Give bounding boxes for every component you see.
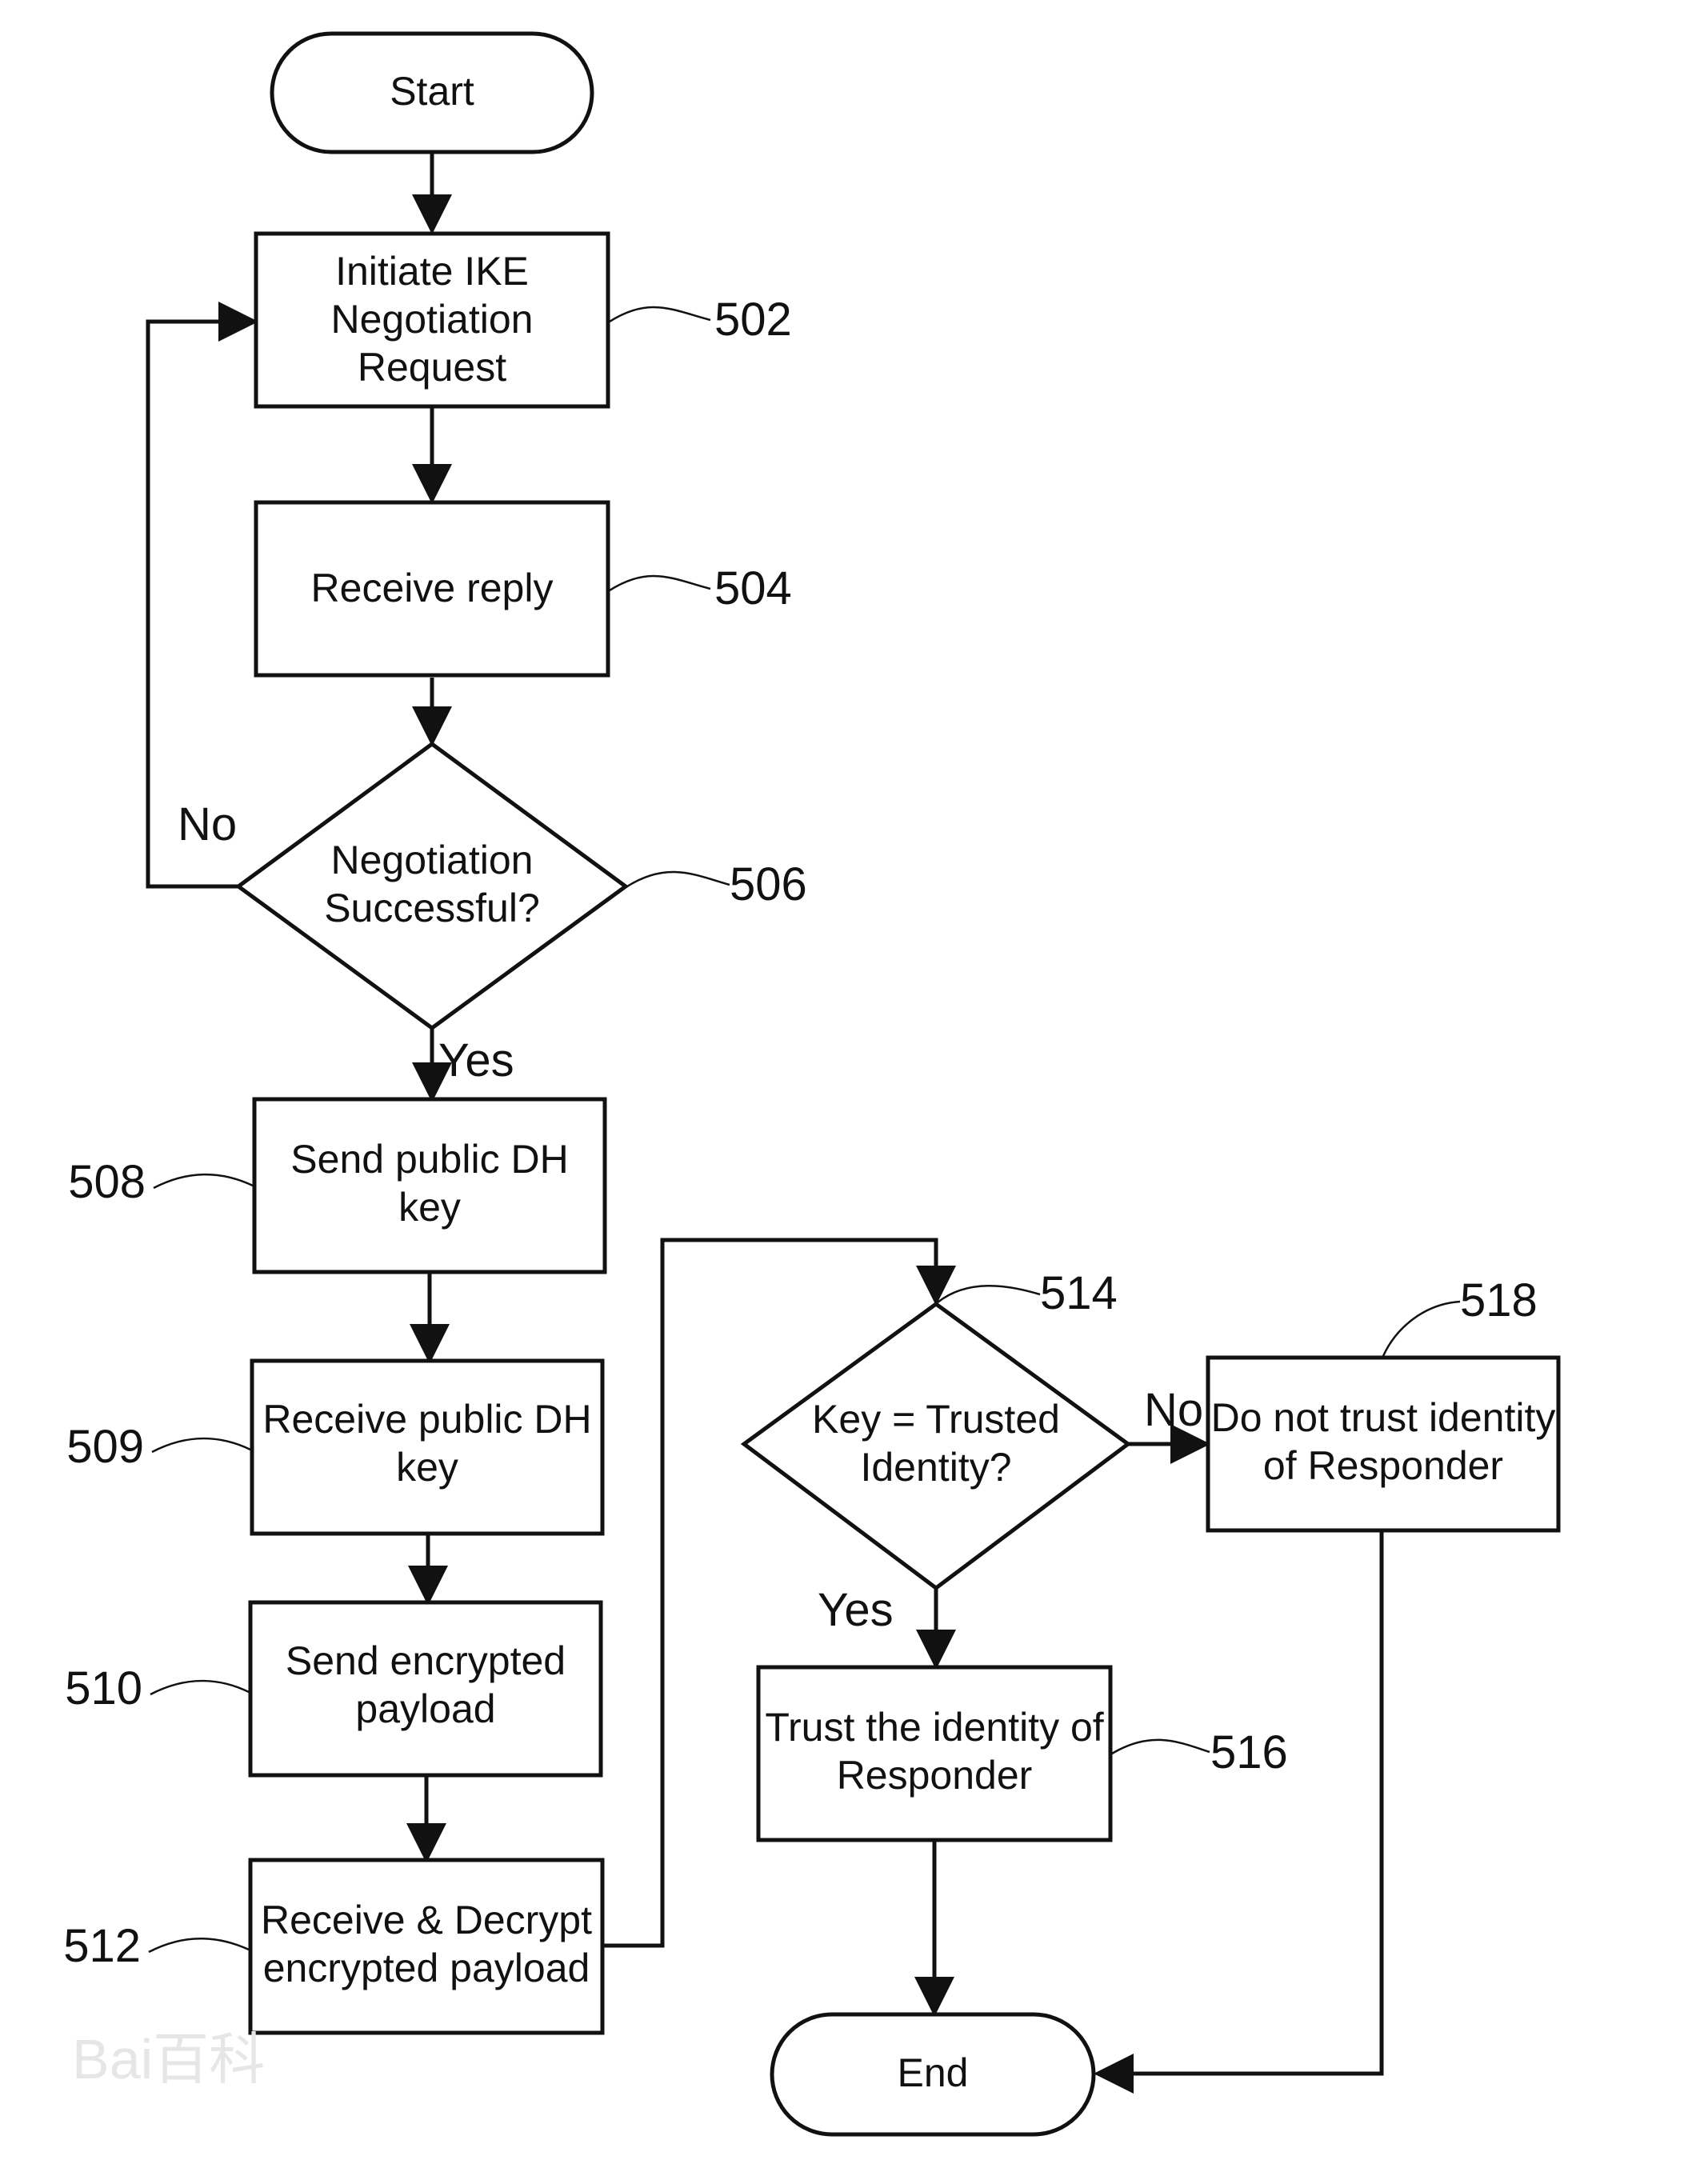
process-508-line-1: Send public DH [290,1137,568,1182]
ref-508-label: 508 [68,1156,146,1208]
process-510: Send encrypted payload [248,1600,603,1778]
process-518-line-1: Do not trust identity [1211,1395,1556,1440]
ref-506-label: 506 [730,858,807,910]
process-509-line-2: key [396,1445,458,1490]
process-518: Do not trust identity of Responder [1206,1355,1561,1533]
label-no-514: No [1144,1384,1203,1436]
process-516-line-1: Trust the identity of [765,1705,1103,1750]
process-502-line-2: Negotiation [331,297,534,342]
process-504-line-1: Receive reply [311,566,554,610]
ref-506: 506 [626,858,807,910]
ref-510: 510 [65,1662,250,1714]
label-yes-506: Yes [438,1034,514,1086]
process-512: Receive & Decrypt encrypted payload [248,1858,605,2035]
process-502: Initiate IKE Negotiation Request [254,231,610,409]
label-yes-514: Yes [818,1584,894,1636]
process-504: Receive reply [254,500,610,678]
ref-514: 514 [937,1267,1118,1319]
edge-512-514 [604,1238,956,1948]
process-512-line-2: encrypted payload [263,1946,590,1990]
ref-516: 516 [1111,1726,1288,1778]
process-518-line-2: of Responder [1263,1443,1503,1488]
ref-510-label: 510 [65,1662,142,1714]
decision-514: Key = Trusted Identity? [740,1301,1132,1591]
ref-518: 518 [1382,1274,1538,1357]
start-terminal: Start [270,31,594,154]
ref-502-label: 502 [714,294,792,346]
ref-508: 508 [68,1156,254,1208]
end-terminal: End [770,2012,1096,2137]
label-no-506: No [178,798,237,850]
end-label: End [898,2050,969,2095]
process-512-line-1: Receive & Decrypt [261,1898,592,1942]
decision-506-line-2: Successful? [324,886,540,930]
process-510-line-1: Send encrypted [286,1638,566,1683]
ref-509-label: 509 [66,1421,144,1473]
process-508-line-2: key [398,1185,461,1230]
ref-514-label: 514 [1040,1267,1118,1319]
process-516: Trust the identity of Responder [756,1665,1113,1842]
process-502-line-3: Request [358,345,506,390]
process-510-line-2: payload [355,1686,495,1731]
process-509-line-1: Receive public DH [262,1397,591,1442]
ref-516-label: 516 [1210,1726,1288,1778]
watermark: Bai百科 [72,2028,265,2090]
process-509: Receive public DH key [250,1358,605,1536]
ref-518-label: 518 [1460,1274,1538,1326]
ref-502: 502 [609,294,792,346]
connectors [146,154,1384,2094]
process-516-line-2: Responder [837,1753,1033,1798]
process-502-line-1: Initiate IKE [335,249,529,294]
ref-504: 504 [609,562,792,614]
edge-518-end [1094,1532,1384,2094]
ref-504-label: 504 [714,562,792,614]
ref-512-label: 512 [63,1920,141,1972]
decision-514-line-2: Identity? [860,1445,1011,1490]
start-label: Start [390,69,474,114]
decision-506: Negotiation Successful? [234,741,630,1031]
edge-506-no-loop [146,302,258,889]
decision-514-line-1: Key = Trusted [812,1397,1060,1442]
decision-506-line-1: Negotiation [331,838,534,882]
ref-512: 512 [63,1920,250,1972]
ref-509: 509 [66,1421,251,1473]
process-508: Send public DH key [252,1097,607,1274]
